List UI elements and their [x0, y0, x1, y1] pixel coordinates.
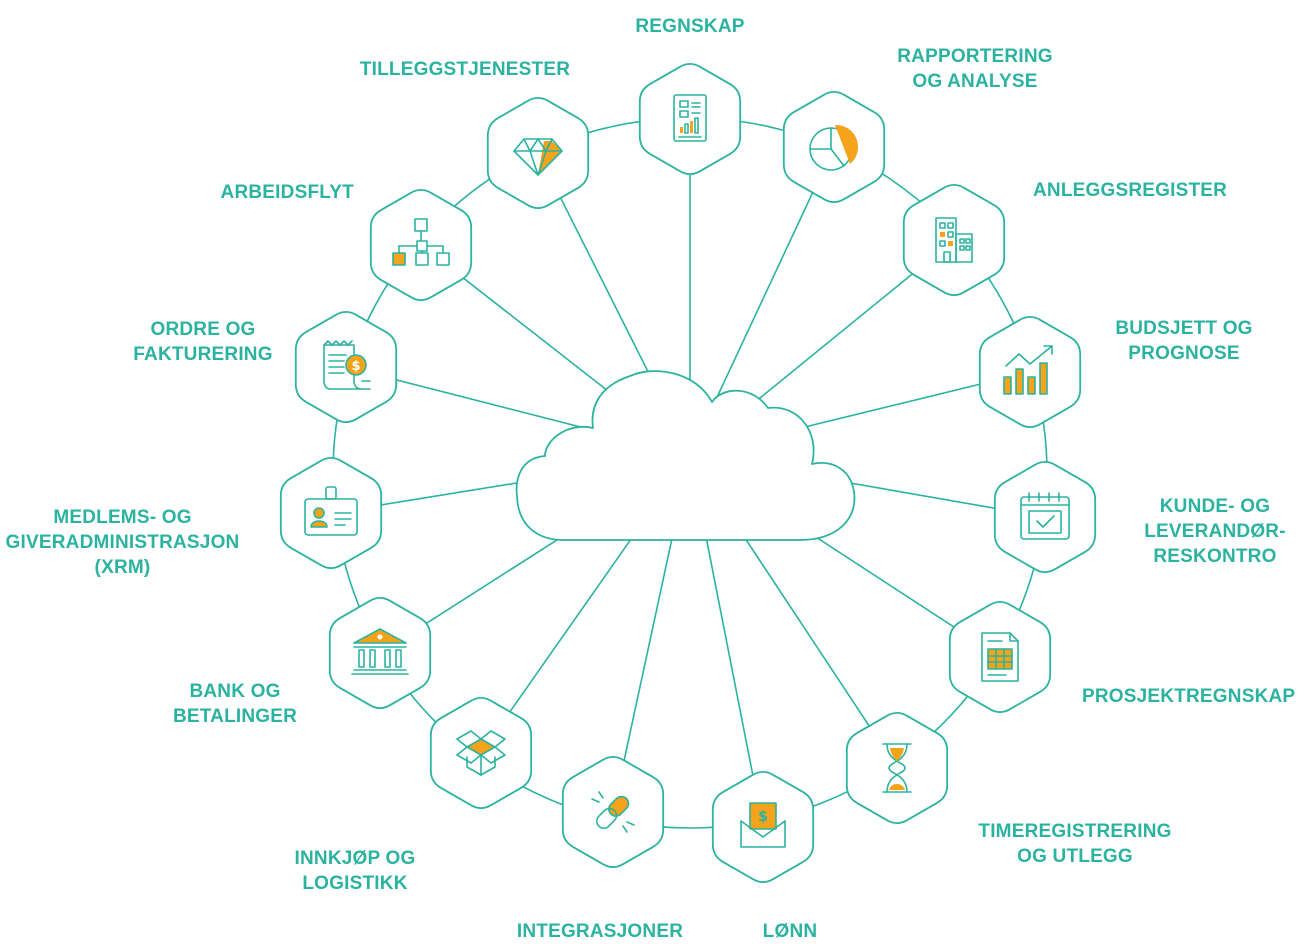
- hexagon-regnskap: [638, 63, 742, 175]
- node-budsjett: [978, 316, 1082, 428]
- hexagon-reskontro: [993, 461, 1097, 573]
- label-timer: TIMEREGISTRERING OG UTLEGG: [978, 821, 1172, 867]
- hourglass-icon: [882, 743, 912, 793]
- label-reskontro: KUNDE- OG LEVERANDØR- RESKONTRO: [1144, 496, 1286, 567]
- label-medlem: MEDLEMS- OG GIVERADMINISTRASJON (XRM): [5, 507, 240, 578]
- label-rapportering: RAPPORTERING OG ANALYSE: [897, 46, 1053, 92]
- hexagon-rapportering: [782, 91, 886, 203]
- label-regnskap: REGNSKAP: [635, 16, 745, 37]
- label-integrasjoner: INTEGRASJONER: [516, 921, 684, 942]
- hexagon-arbeidsflyt: [369, 189, 473, 301]
- pie-chart-icon: [809, 124, 859, 171]
- node-anleggsregister: [902, 184, 1006, 296]
- label-ordre: ORDRE OG FAKTURERING: [133, 319, 273, 365]
- node-timer: [845, 712, 949, 824]
- report-clipboard-icon: [673, 94, 707, 142]
- label-lonn: LØNN: [762, 921, 818, 942]
- hexagon-tillegg: [486, 97, 590, 209]
- label-innkjop: INNKJØP OG LOGISTIKK: [294, 848, 416, 894]
- id-card-icon: [304, 486, 358, 536]
- node-arbeidsflyt: [369, 189, 473, 301]
- label-anleggsregister: ANLEGGSREGISTER: [1033, 180, 1228, 201]
- buildings-icon: [935, 217, 973, 263]
- hexagon-bank: [328, 597, 432, 709]
- open-box-icon: [456, 730, 506, 776]
- spoke-integrasjoner: [612, 493, 683, 813]
- node-medlem: [279, 457, 383, 569]
- spoke-lonn: [696, 494, 764, 828]
- svg-text:$: $: [351, 359, 360, 374]
- label-bank: BANK OG BETALINGER: [172, 681, 298, 727]
- node-bank: [328, 597, 432, 709]
- node-reskontro: [993, 461, 1097, 573]
- label-tillegg: TILLEGGSTJENESTER: [359, 59, 571, 80]
- diamond-icon: [513, 138, 563, 176]
- cloud-icon: [515, 370, 856, 541]
- hexagon-budsjett: [978, 316, 1082, 428]
- cloud-hub: [515, 370, 856, 541]
- node-lonn: $: [711, 771, 815, 883]
- node-ordre: $: [294, 311, 398, 423]
- calendar-check-icon: [1020, 492, 1070, 540]
- node-integrasjoner: [561, 756, 665, 868]
- node-tillegg: [486, 97, 590, 209]
- bar-trend-icon: [1003, 345, 1053, 395]
- workflow-icon: [392, 218, 450, 266]
- label-budsjett: BUDSJETT OG PROGNOSE: [1115, 318, 1253, 364]
- node-innkjop: [429, 697, 533, 809]
- node-regnskap: [638, 63, 742, 175]
- node-prosjekt: [948, 601, 1052, 713]
- invoice-icon: $: [323, 340, 371, 390]
- svg-text:$: $: [758, 809, 768, 825]
- chain-link-icon: [591, 791, 635, 833]
- label-prosjekt: PROSJEKTREGNSKAP: [1082, 686, 1296, 707]
- label-arbeidsflyt: ARBEIDSFLYT: [220, 182, 354, 203]
- bank-icon: [351, 628, 409, 675]
- spreadsheet-icon: [981, 632, 1019, 682]
- hexagon-anleggsregister: [902, 184, 1006, 296]
- node-rapportering: [782, 91, 886, 203]
- hexagon-timer: [845, 712, 949, 824]
- envelope-money-icon: $: [740, 802, 786, 848]
- hexagon-medlem: [279, 457, 383, 569]
